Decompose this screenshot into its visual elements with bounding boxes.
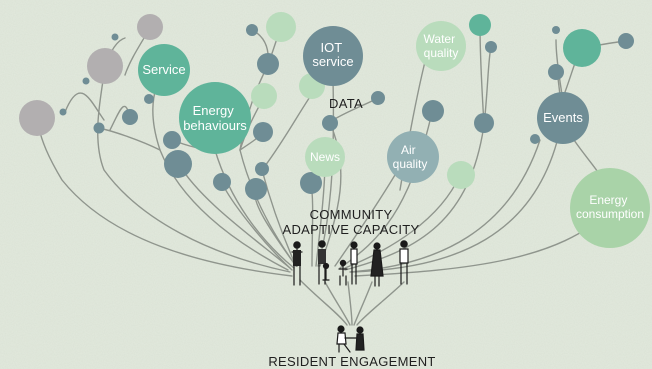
decorative-dots [19,12,634,200]
bubble-iot-service: IOT service [303,26,363,86]
bubble-service: Service [138,44,190,96]
resident-engagement-figures [336,325,365,353]
bubble-air-quality-label: Air quality [393,143,428,171]
bubble-news-label: News [310,150,340,164]
bubble-service-label: Service [142,62,185,77]
bubble-events-label: Events [543,110,583,125]
community-people-figures [291,240,409,287]
community-label-line1: COMMUNITY [310,207,393,222]
bubble-water-quality: Water quality [416,21,466,71]
bubble-air-quality: Air quality [387,131,439,183]
data-label: DATA [329,96,363,111]
community-label-line2: ADAPTIVE CAPACITY [282,222,419,237]
bubble-energy-behaviours: Energy behaviours [179,82,251,154]
bubble-news: News [305,137,345,177]
resident-engagement-label: RESIDENT ENGAGEMENT [268,354,435,369]
bubble-iot-service-label: IOT service [312,40,353,69]
bubble-energy-consumption: Energy consumption [570,168,650,248]
bubble-energy-behaviours-label: Energy behaviours [183,103,247,133]
bubble-events: Events [537,92,589,144]
bubble-energy-consumption-label: Energy consumption [576,193,644,221]
bubble-water-quality-label: Water quality [424,32,459,60]
